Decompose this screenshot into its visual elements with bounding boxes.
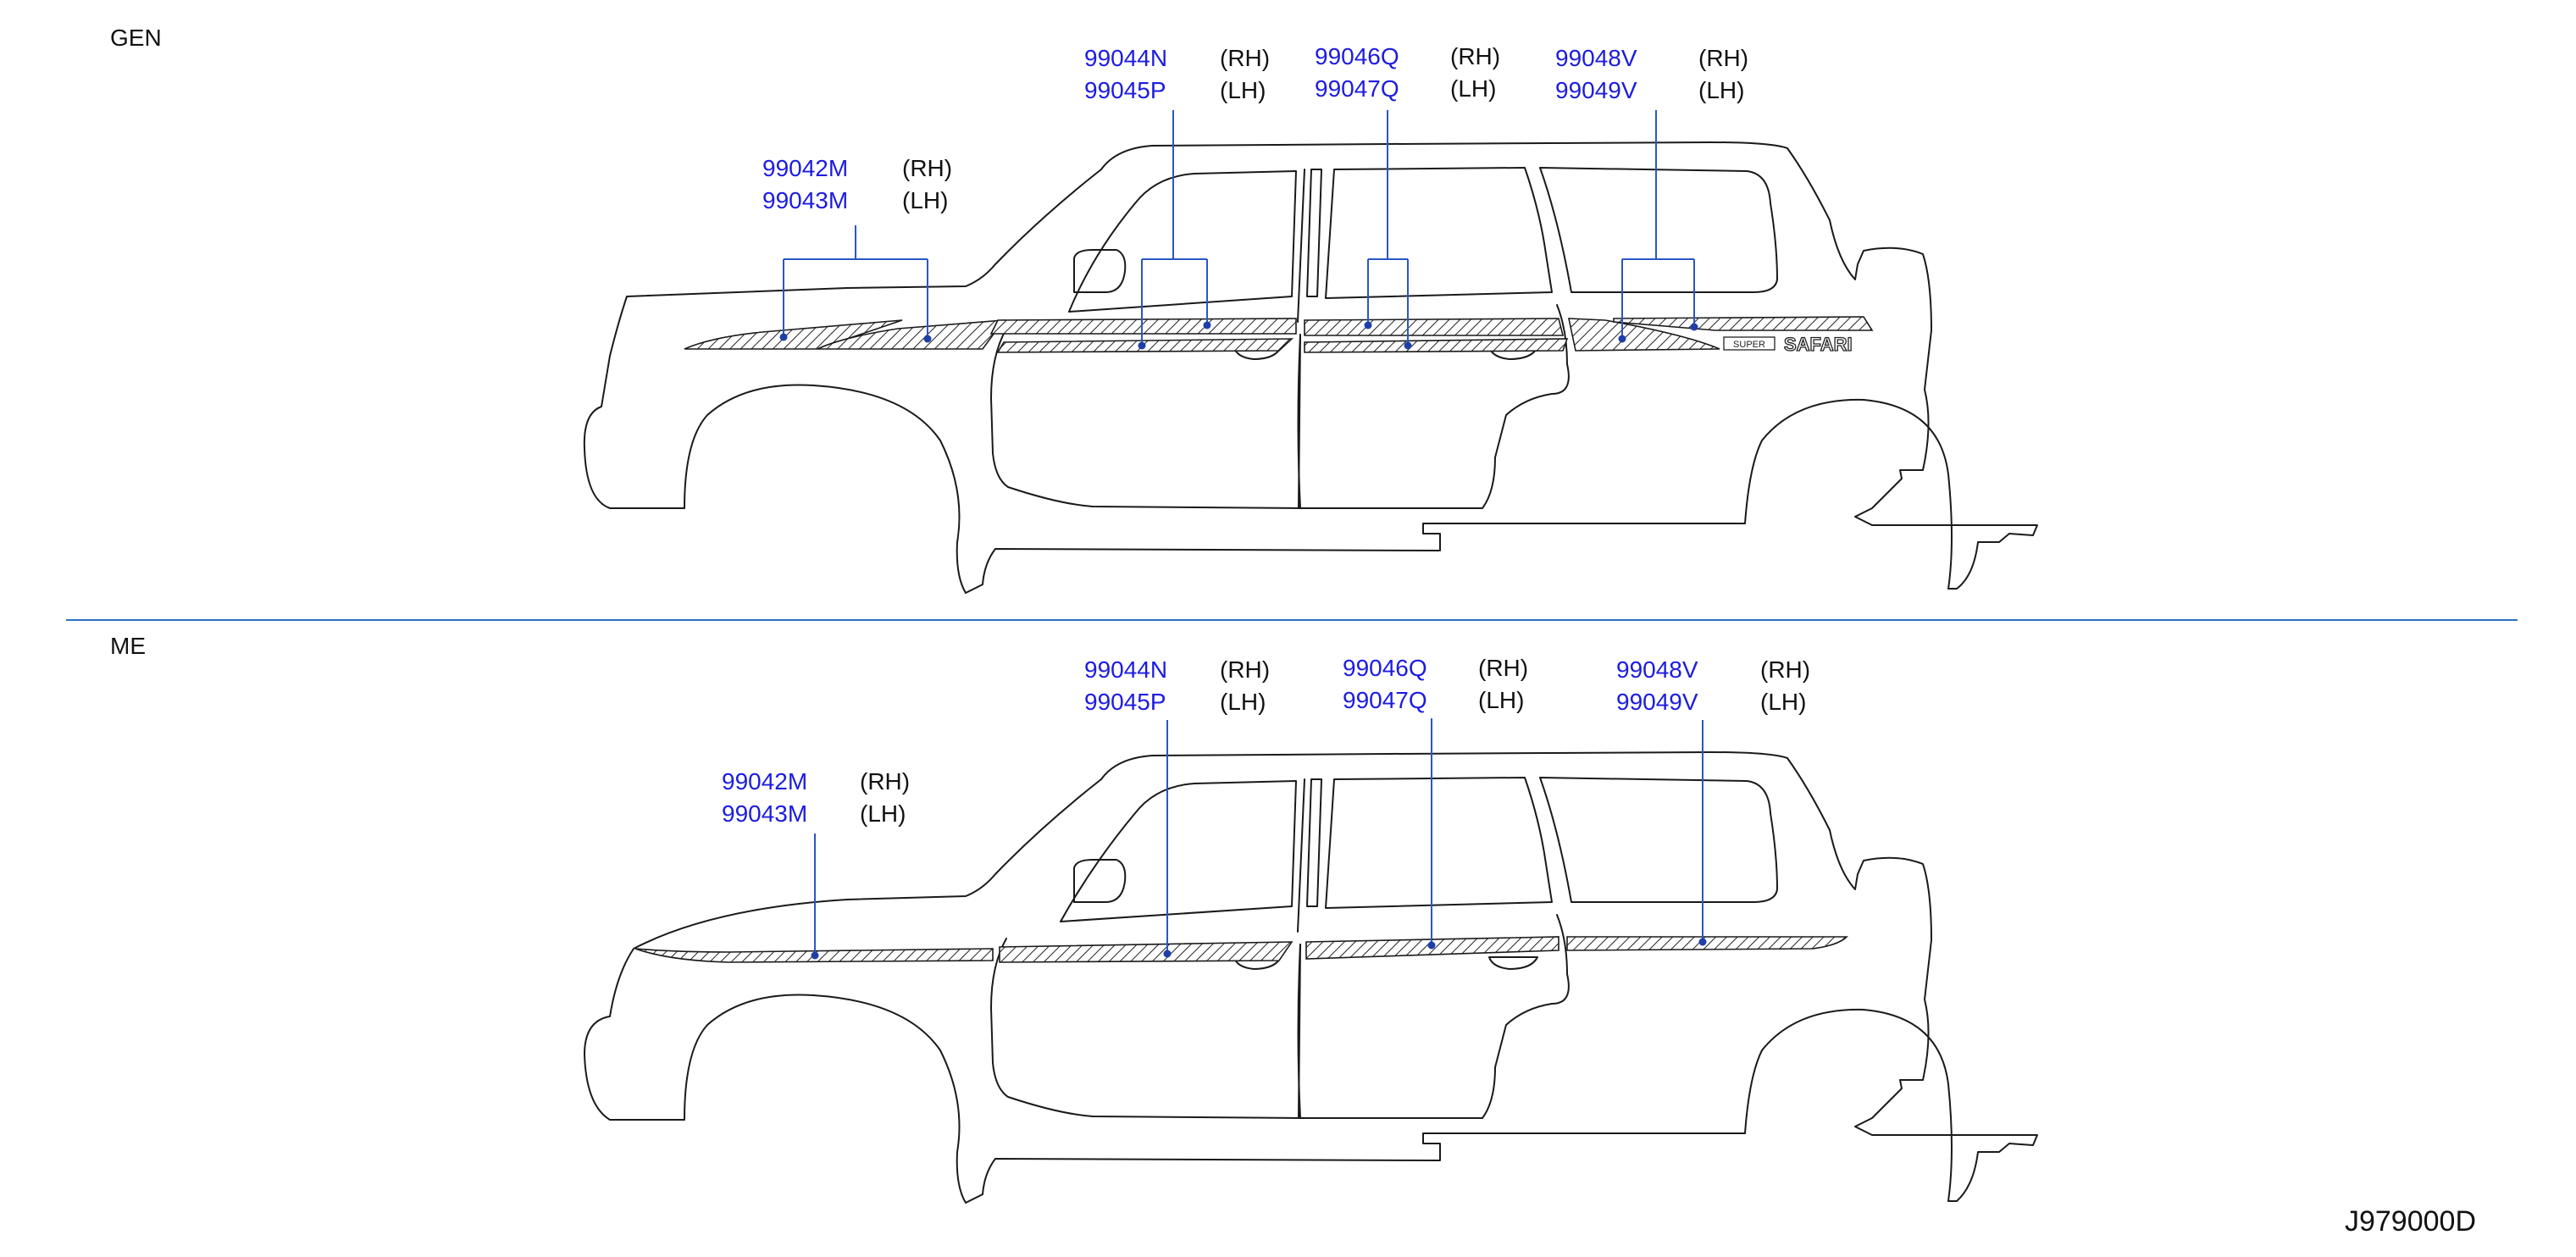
side-lh-label: (LH)	[1760, 689, 1806, 715]
part-number-rh: 99044N	[1084, 45, 1167, 71]
part-number-rh: 99048V	[1555, 45, 1637, 71]
super-safari-emblem: SUPER SAFARI	[1723, 333, 1853, 356]
leader-dot	[1203, 321, 1211, 329]
leader-dot	[923, 335, 932, 343]
vehicle-side-outline	[583, 141, 2038, 594]
section-me: ME 99042M 99043M (RH) (LH)	[110, 633, 2038, 1204]
leader-dot	[1698, 938, 1707, 946]
section-gen: GEN	[110, 25, 2038, 594]
part-number-lh: 99045P	[1084, 689, 1166, 715]
vehicle-side-outline	[584, 751, 2038, 1204]
callout-front-fender: 99042M 99043M (RH) (LH)	[722, 768, 910, 960]
side-rh-label: (RH)	[1450, 43, 1500, 69]
rear-door-stripe-lower	[1304, 338, 1569, 353]
callout-front-door: 99044N 99045P (RH) (LH)	[1084, 45, 1270, 350]
side-lh-label: (LH)	[1698, 77, 1744, 103]
part-number-lh: 99043M	[762, 187, 848, 213]
side-rh-label: (RH)	[1478, 655, 1528, 681]
side-rh-label: (RH)	[1760, 656, 1810, 683]
part-number-lh: 99049V	[1616, 689, 1698, 715]
section-label: ME	[110, 633, 146, 659]
part-number-rh: 99048V	[1616, 656, 1698, 683]
leader-line	[1367, 110, 1409, 346]
front-door-stripe-upper	[989, 318, 1297, 335]
leader-dot	[1618, 335, 1626, 343]
side-lh-label: (LH)	[860, 800, 906, 827]
leader-dot	[1404, 341, 1412, 350]
rear-door-stripe-upper	[1304, 318, 1565, 336]
leader-line	[1141, 110, 1208, 346]
emblem-super-text: SUPER	[1733, 340, 1765, 350]
side-lh-label: (LH)	[1220, 689, 1266, 715]
part-number-rh: 99042M	[722, 768, 807, 795]
leader-dot	[1427, 941, 1436, 950]
rear-upper-stripe	[1613, 316, 1874, 331]
leader-line	[1621, 110, 1695, 339]
side-rh-label: (RH)	[1220, 656, 1270, 683]
leader-dot	[779, 333, 788, 341]
side-lh-label: (LH)	[902, 187, 948, 213]
side-rh-label: (RH)	[1220, 45, 1270, 71]
part-number-rh: 99046Q	[1315, 43, 1399, 69]
part-number-lh: 99047Q	[1315, 75, 1399, 102]
part-number-rh: 99046Q	[1343, 655, 1427, 681]
side-lh-label: (LH)	[1478, 687, 1524, 713]
section-label: GEN	[110, 25, 162, 51]
reference-code: J979000D	[2345, 1205, 2476, 1238]
side-rh-label: (RH)	[1698, 45, 1748, 71]
part-number-lh: 99047Q	[1343, 687, 1427, 713]
stripe-graphics	[684, 316, 1874, 353]
side-rh-label: (RH)	[902, 155, 952, 181]
leader-line	[783, 225, 928, 339]
side-lh-label: (LH)	[1220, 77, 1266, 103]
quarter-stripe	[1566, 936, 1848, 951]
callout-rear-quarter: 99048V 99049V (RH) (LH)	[1555, 45, 1748, 343]
leader-dot	[1163, 950, 1172, 958]
leader-dot	[1138, 341, 1146, 350]
callout-front-door: 99044N 99045P (RH) (LH)	[1084, 656, 1270, 958]
side-lh-label: (LH)	[1450, 75, 1496, 102]
part-number-lh: 99049V	[1555, 77, 1637, 103]
fender-stripe	[817, 319, 1005, 350]
part-number-rh: 99044N	[1084, 656, 1167, 683]
callout-rear-door: 99046Q 99047Q (RH) (LH)	[1343, 655, 1528, 950]
callout-rear-quarter: 99048V 99049V (RH) (LH)	[1616, 656, 1810, 946]
leader-dot	[811, 951, 819, 960]
front-door-stripe	[999, 941, 1294, 963]
leader-dot	[1690, 323, 1698, 331]
part-number-lh: 99043M	[722, 800, 807, 827]
callout-front-fender: 99042M 99043M (RH) (LH)	[762, 155, 952, 343]
side-rh-label: (RH)	[860, 768, 910, 795]
part-number-rh: 99042M	[762, 155, 848, 181]
leader-dot	[1364, 321, 1372, 329]
callout-rear-door: 99046Q 99047Q (RH) (LH)	[1315, 43, 1500, 350]
emblem-safari-text: SAFARI	[1784, 334, 1853, 355]
hood-stripe-upper	[684, 319, 903, 350]
part-number-lh: 99045P	[1084, 77, 1166, 103]
